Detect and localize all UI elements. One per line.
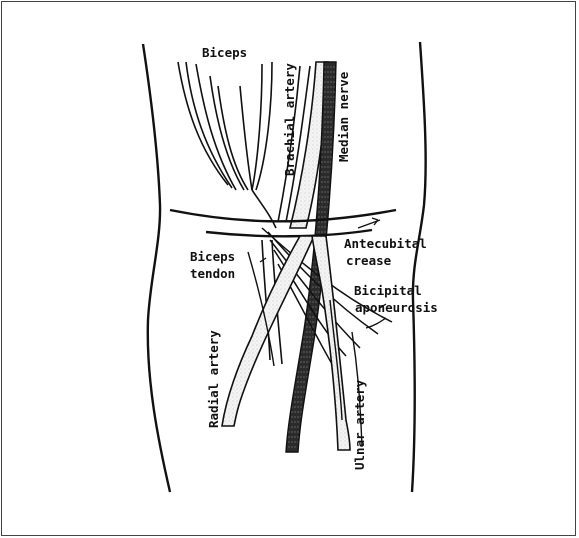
bicipital-pointer (366, 318, 386, 328)
label-median-nerve: Median nerve (336, 71, 351, 162)
arm-outline-right (412, 42, 426, 492)
label-biceps: Biceps (202, 45, 247, 60)
antecubital-crease (170, 210, 396, 236)
label-bicipital-line1: Bicipital (354, 283, 422, 298)
label-radial-artery: Radial artery (206, 330, 221, 428)
label-bicipital-line2: aponeurosis (355, 300, 438, 315)
label-brachial-artery: Brachial artery (282, 63, 297, 176)
arm-outline-left (143, 44, 170, 492)
label-ulnar-artery: Ulnar artery (352, 379, 367, 470)
label-biceps-tendon-line2: tendon (190, 266, 235, 281)
ulnar-artery (312, 236, 350, 450)
label-antecubital-line2: crease (346, 253, 392, 268)
label-biceps-tendon-line1: Biceps (190, 249, 235, 264)
label-antecubital-line1: Antecubital (344, 236, 427, 251)
